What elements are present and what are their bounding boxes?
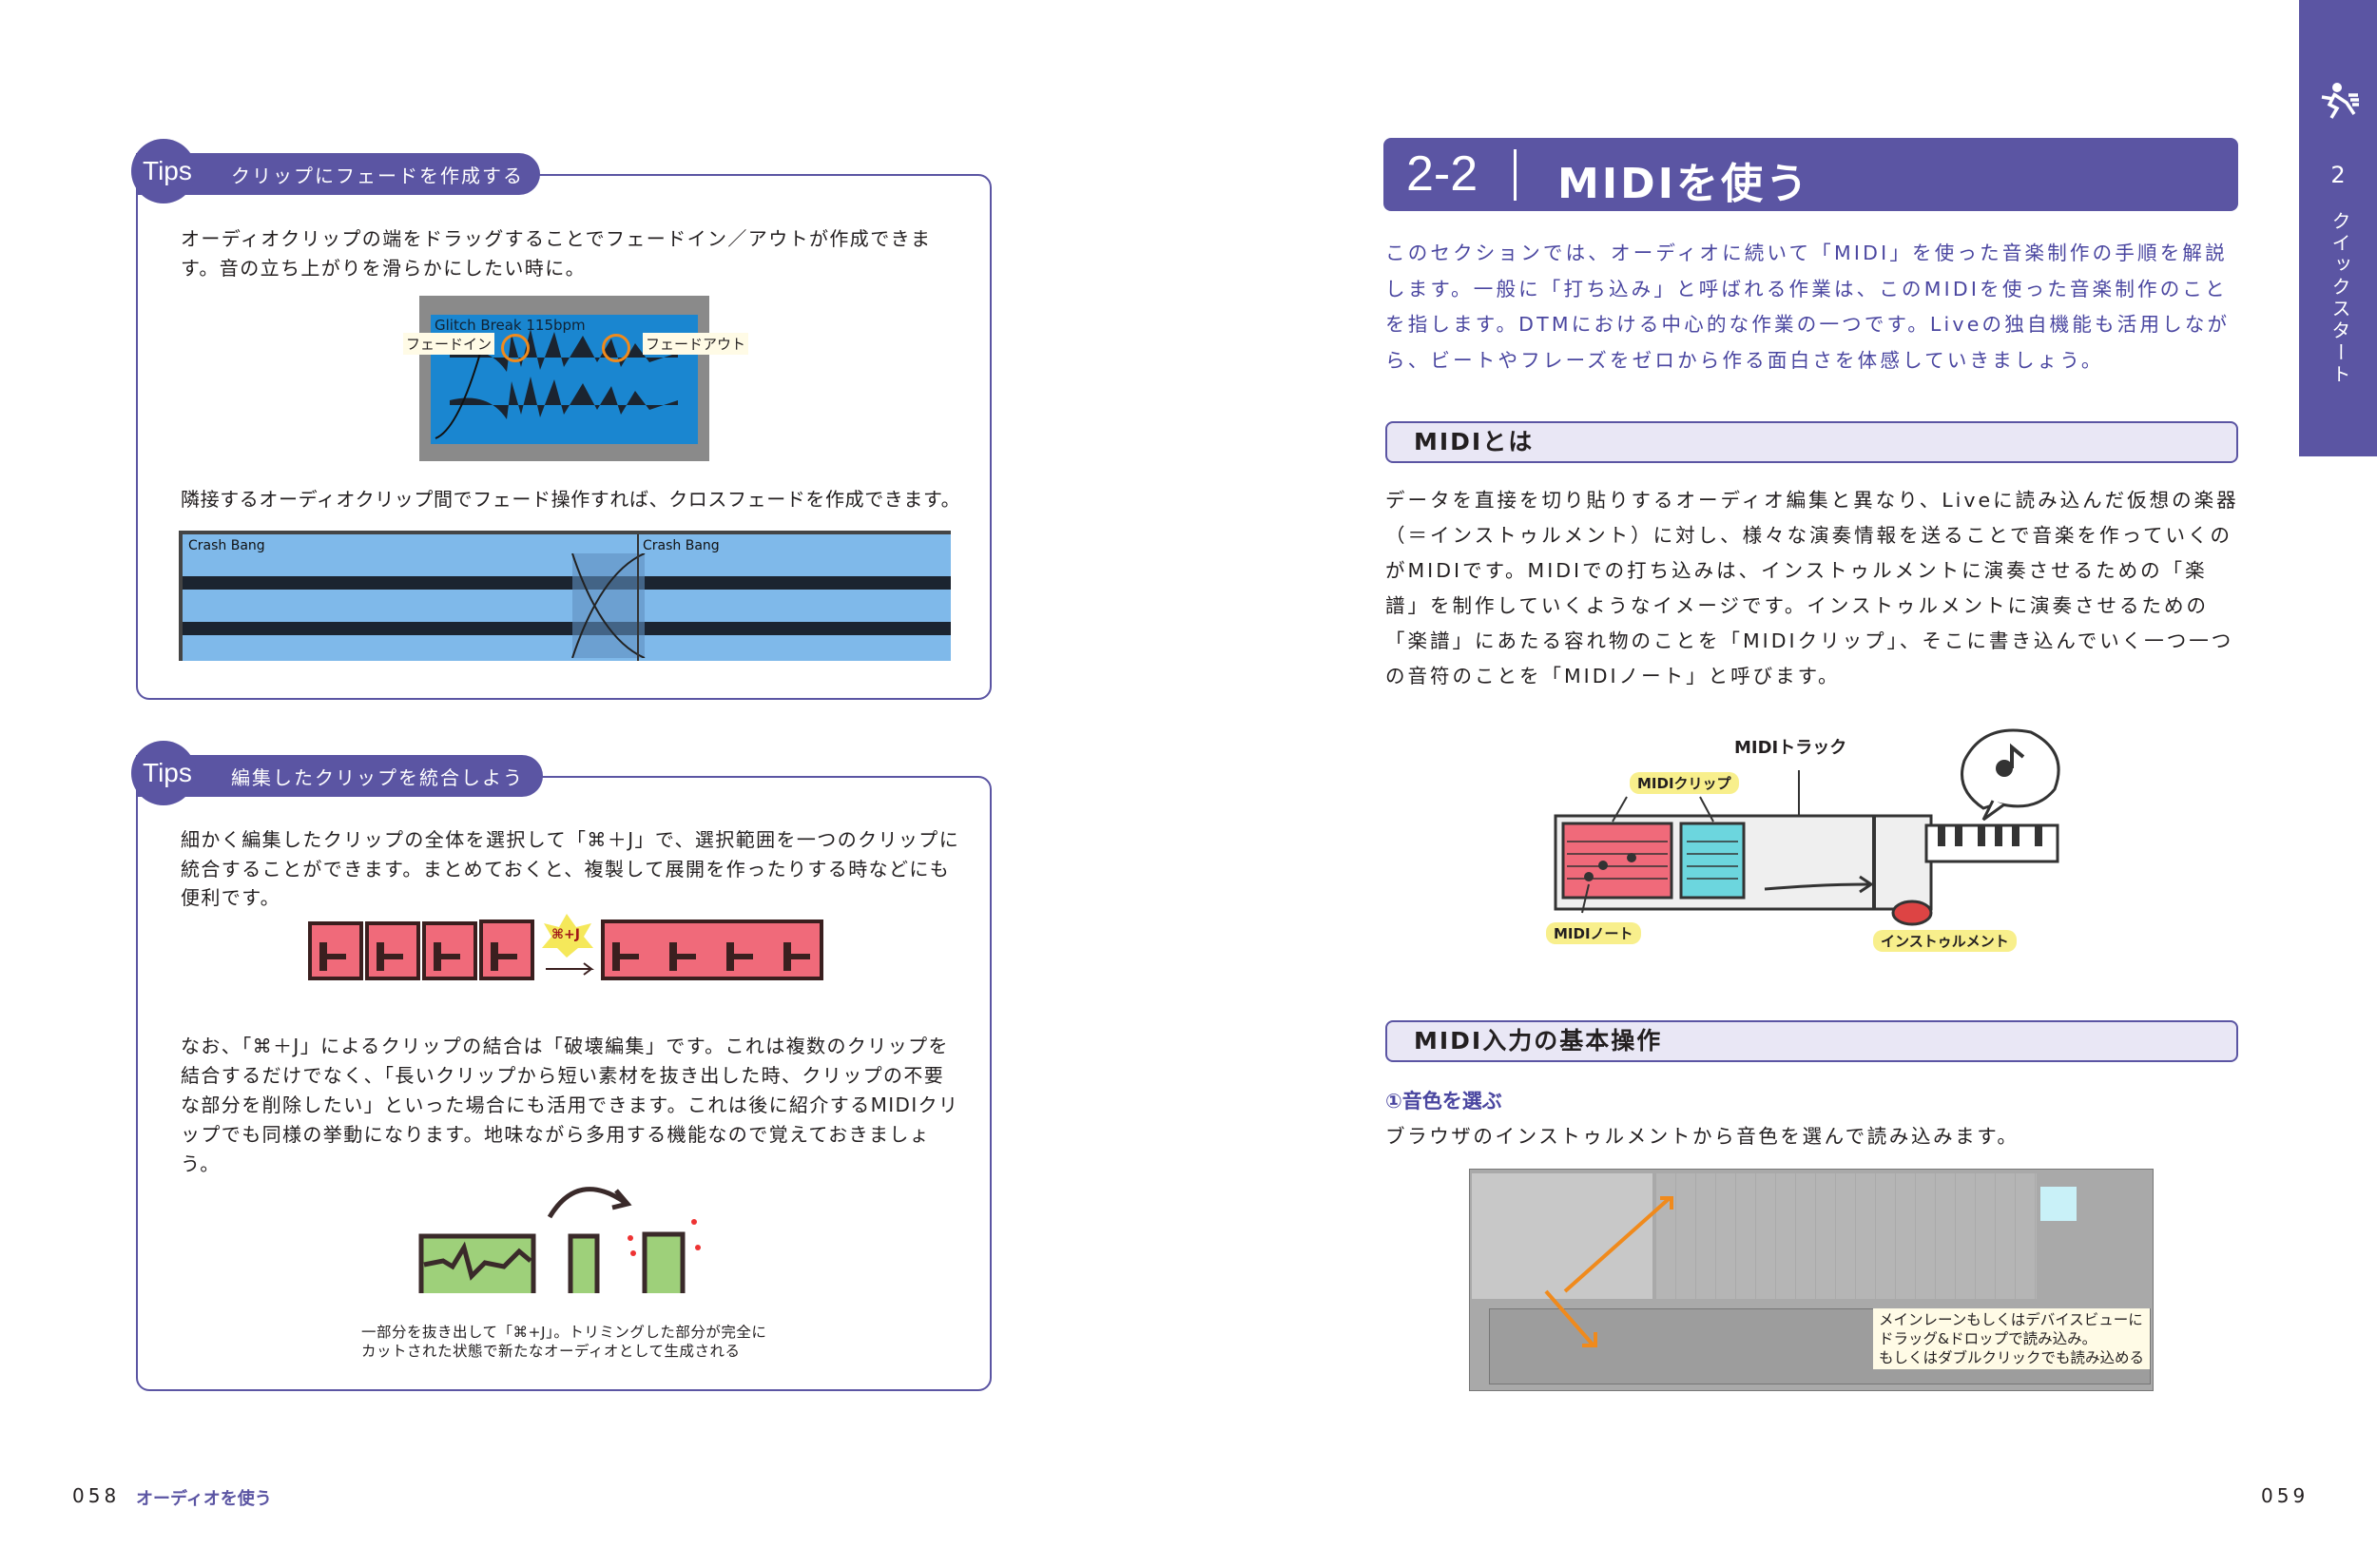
callout-line: もしくはダブルクリックでも読み込める xyxy=(1879,1349,2145,1366)
label-instrument: インストゥルメント xyxy=(1873,930,2017,952)
tips-text: なお、「⌘＋J」によるクリップの結合は「破壊編集」です。これは複数のクリップを結… xyxy=(181,1035,959,1175)
clip-a-name: Crash Bang xyxy=(188,538,265,553)
tips-box-consolidate xyxy=(136,776,992,1391)
page-number-right: 059 xyxy=(2261,1484,2309,1507)
extract-illustration xyxy=(418,1187,701,1293)
callout: メインレーンもしくはデバイスビューに ドラッグ&ドロップで読み込み。 もしくはダ… xyxy=(1873,1308,2151,1369)
tips-title: クリップにフェードを作成する xyxy=(231,164,524,187)
subheading-midi: MIDIとは xyxy=(1385,421,2238,463)
fade-out-label: フェードアウト xyxy=(643,333,749,355)
tips-tab: 編集したクリップを統合しよう xyxy=(136,755,543,797)
crossfade-text: 隣接するオーディオクリップ間でフェード操作すれば、クロスフェードを作成できます。 xyxy=(181,488,961,511)
callout-line: ドラッグ&ドロップで読み込み。 xyxy=(1879,1330,2097,1347)
callout-line: メインレーンもしくはデバイスビューに xyxy=(1879,1311,2143,1328)
fade-screenshot: Glitch Break 115bpm xyxy=(419,296,709,461)
clip-name: Glitch Break 115bpm xyxy=(435,317,586,334)
fade-in-handle[interactable] xyxy=(501,334,530,362)
running-person-icon xyxy=(2321,83,2359,119)
tips-tab: クリップにフェードを作成する xyxy=(136,153,540,195)
label-midi-clip: MIDIクリップ xyxy=(1630,772,1739,794)
midi-track-header xyxy=(2040,1187,2077,1221)
label-midi-note: MIDIノート xyxy=(1546,922,1641,944)
caption-line: 一部分を抜き出して「⌘+J」。トリミングした部分が完全に xyxy=(361,1324,767,1341)
tips-title: 編集したクリップを統合しよう xyxy=(231,765,524,789)
shortcut-label: ⌘+J xyxy=(551,927,580,942)
consolidate-illustration: ⌘+J xyxy=(308,914,823,982)
section-number: 2-2 xyxy=(1406,146,1478,202)
chapter-title: クイックスタート xyxy=(2329,211,2351,386)
illustration-caption: 一部分を抜き出して「⌘+J」。トリミングした部分が完全に カットされた状態で新た… xyxy=(361,1323,766,1361)
fade-out-handle[interactable] xyxy=(602,334,630,362)
midi-body-text: データを直接を切り貼りするオーディオ編集と異なり、Liveに読み込んだ仮想の楽器… xyxy=(1385,489,2239,687)
live-screenshot: メインレーンもしくはデバイスビューに ドラッグ&ドロップで読み込み。 もしくはダ… xyxy=(1469,1169,2154,1391)
fade-in-label: フェードイン xyxy=(403,333,495,355)
section-header: 2-2 MIDIを使う xyxy=(1383,138,2238,211)
intro-text: このセクションでは、オーディオに続いて「MIDI」を使った音楽制作の手順を解説し… xyxy=(1385,242,2231,372)
clip-b-name: Crash Bang xyxy=(643,538,720,553)
tips-text: 細かく編集したクリップの全体を選択して「⌘＋J」で、選択範囲を一つのクリップに統… xyxy=(181,828,960,909)
chapter-number: 2 xyxy=(2330,162,2346,188)
step-text: ブラウザのインストゥルメントから音色を選んで読み込みます。 xyxy=(1385,1125,2019,1148)
tips-text: オーディオクリップの端をドラッグすることでフェードイン／アウトが作成できます。音… xyxy=(181,227,932,280)
tips-badge-circle xyxy=(131,741,196,805)
arrangement-view xyxy=(1656,1173,2037,1299)
running-section: オーディオを使う xyxy=(136,1489,272,1509)
label-midi-track: MIDIトラック xyxy=(1734,738,1847,758)
midi-diagram: MIDIトラック MIDIクリップ MIDIノート インストゥルメント xyxy=(1546,713,2084,955)
chapter-side-tab[interactable]: 2 クイックスタート xyxy=(2299,0,2377,456)
browser-panel xyxy=(1472,1173,1652,1299)
tips-badge: Tips xyxy=(143,758,192,787)
tips-badge-circle xyxy=(131,139,196,203)
page-number-left: 058 xyxy=(72,1484,121,1507)
caption-line: カットされた状態で新たなオーディオとして生成される xyxy=(361,1343,741,1360)
section-title: MIDIを使う xyxy=(1557,160,1811,208)
tips-badge: Tips xyxy=(143,156,192,185)
crossfade-screenshot: Crash Bang Crash Bang xyxy=(179,531,951,661)
step-title: ①音色を選ぶ xyxy=(1385,1090,1502,1113)
subheading-midi-input: MIDI入力の基本操作 xyxy=(1385,1020,2238,1062)
